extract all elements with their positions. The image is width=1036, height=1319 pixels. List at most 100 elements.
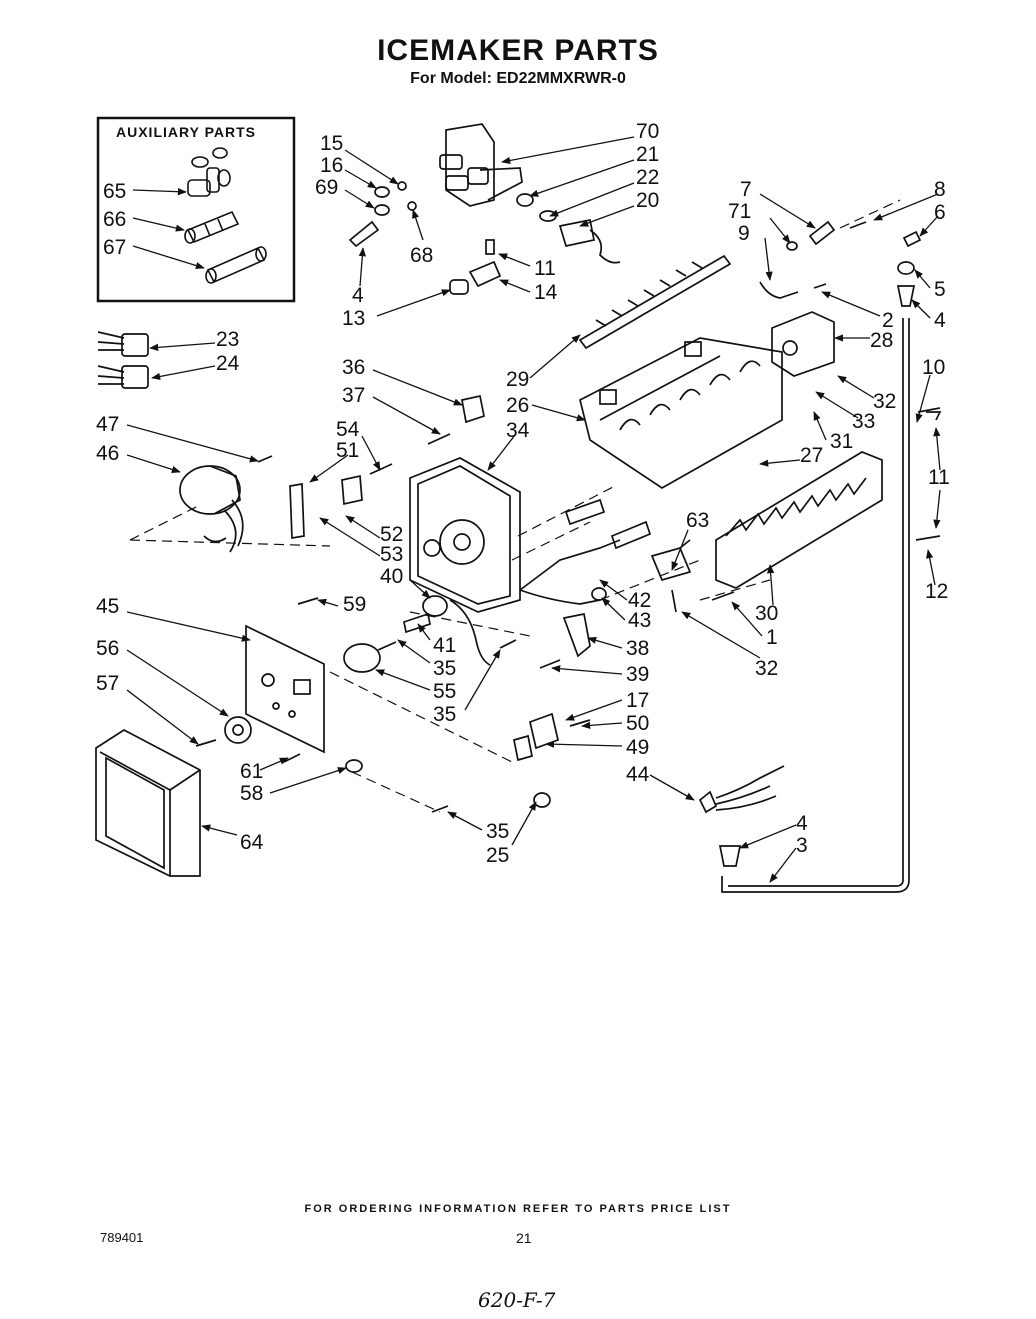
callout-label: 13 [342,307,365,330]
callout-label: 35 [486,820,509,843]
callout-label: 69 [315,176,338,199]
callout-label: 20 [636,189,659,212]
callout-label: 63 [686,509,709,532]
callout-label: 30 [755,602,778,625]
inlet-valve-bracket [439,123,523,207]
callout-label: 11 [534,257,556,280]
callout-label: 68 [410,244,433,267]
callout-label: 17 [626,689,649,712]
callout-label: 55 [433,680,456,703]
callout-label: 52 [380,523,403,546]
callout-label: 36 [342,356,365,379]
callout-label: 22 [636,166,659,189]
callout-label: 59 [343,593,366,616]
callout-label: 35 [433,657,456,680]
wire-connectors [97,331,149,389]
callout-label: 2 [882,309,894,332]
ordering-note: FOR ORDERING INFORMATION REFER TO PARTS … [304,1203,732,1215]
callout-label: 41 [433,634,456,657]
callout-label: 57 [96,672,119,695]
callout-label: 35 [433,703,456,726]
callout-label: 32 [873,390,896,413]
callout-label: 24 [216,352,240,375]
callout-label: 9 [738,222,750,245]
page-title: ICEMAKER PARTS [377,34,659,67]
callout-label: 49 [626,736,649,759]
callout-label: 21 [636,143,659,166]
callout-label: 66 [103,208,126,231]
control-plate [245,624,325,754]
connector-part [184,210,240,244]
ejector-shaft [578,254,732,350]
callout-label: 12 [925,580,948,603]
callout-label: 58 [240,782,263,805]
callout-label: 40 [380,565,403,588]
callout-label: 15 [320,132,343,155]
callout-label: 23 [216,328,239,351]
callout-label: 50 [626,712,649,735]
callout-label: 16 [320,154,343,177]
drive-motor [179,465,244,553]
valve-fitting-part [187,147,231,197]
part-drawings [95,123,942,893]
callout-label: 38 [626,637,649,660]
gear-part [224,716,252,744]
callout-label: 64 [240,831,264,854]
callout-label: 39 [626,663,649,686]
callout-label: 51 [336,439,359,462]
callout-label: 56 [96,637,119,660]
callout-label: 28 [870,329,893,352]
callout-label: 5 [934,278,946,301]
callout-label: 1 [766,626,778,649]
callout-label: 71 [728,200,751,223]
callout-label: 34 [506,419,530,442]
callout-label: 54 [336,418,360,441]
callout-label: 65 [103,180,126,203]
callout-label: 61 [240,760,263,783]
callout-label: 31 [830,430,853,453]
o-ring-part [397,181,407,191]
housing-cover [95,729,201,877]
callout-label: 7 [740,178,752,201]
tube-part [205,246,267,284]
auxiliary-parts-title: AUXILIARY PARTS [116,124,256,140]
callout-label: 47 [96,413,119,436]
callout-label: 32 [755,657,778,680]
leader-lines [126,136,941,883]
callout-label: 42 [628,589,651,612]
callout-label: 26 [506,394,529,417]
page-number: 21 [516,1230,532,1246]
ice-mold [579,337,783,489]
callout-label: 29 [506,368,529,391]
callout-label: 27 [800,444,823,467]
assembly-dashed-lines [129,199,901,813]
callout-label: 53 [380,543,403,566]
callout-label: 37 [342,384,365,407]
callout-label: 4 [934,309,946,332]
callout-label: 45 [96,595,119,618]
callout-label: 14 [534,281,558,304]
callout-label: 10 [922,356,945,379]
callout-label: 3 [796,834,808,857]
fill-tube [721,318,910,893]
model-subtitle: For Model: ED22MMXRWR-0 [410,70,626,87]
callout-numbers: 65 66 67 15 16 69 68 4 13 11 14 70 21 22… [96,120,950,867]
callout-label: 8 [934,178,946,201]
callout-label: 25 [486,844,509,867]
callout-label: 46 [96,442,119,465]
callout-label: 33 [852,410,875,433]
handwritten-note: 620-F-7 [478,1288,556,1312]
auxiliary-parts-box: AUXILIARY PARTS [96,116,296,303]
callout-label: 70 [636,120,659,143]
callout-label: 43 [628,609,651,632]
callout-label: 4 [352,284,364,307]
callout-label: 67 [103,236,126,259]
callout-label: 44 [626,763,650,786]
document-number: 789401 [100,1230,144,1245]
ice-stripper [715,451,883,589]
control-housing [409,457,521,613]
callout-label: 6 [934,201,946,224]
callout-label: 11 [928,466,950,489]
callout-label: 4 [796,812,808,835]
